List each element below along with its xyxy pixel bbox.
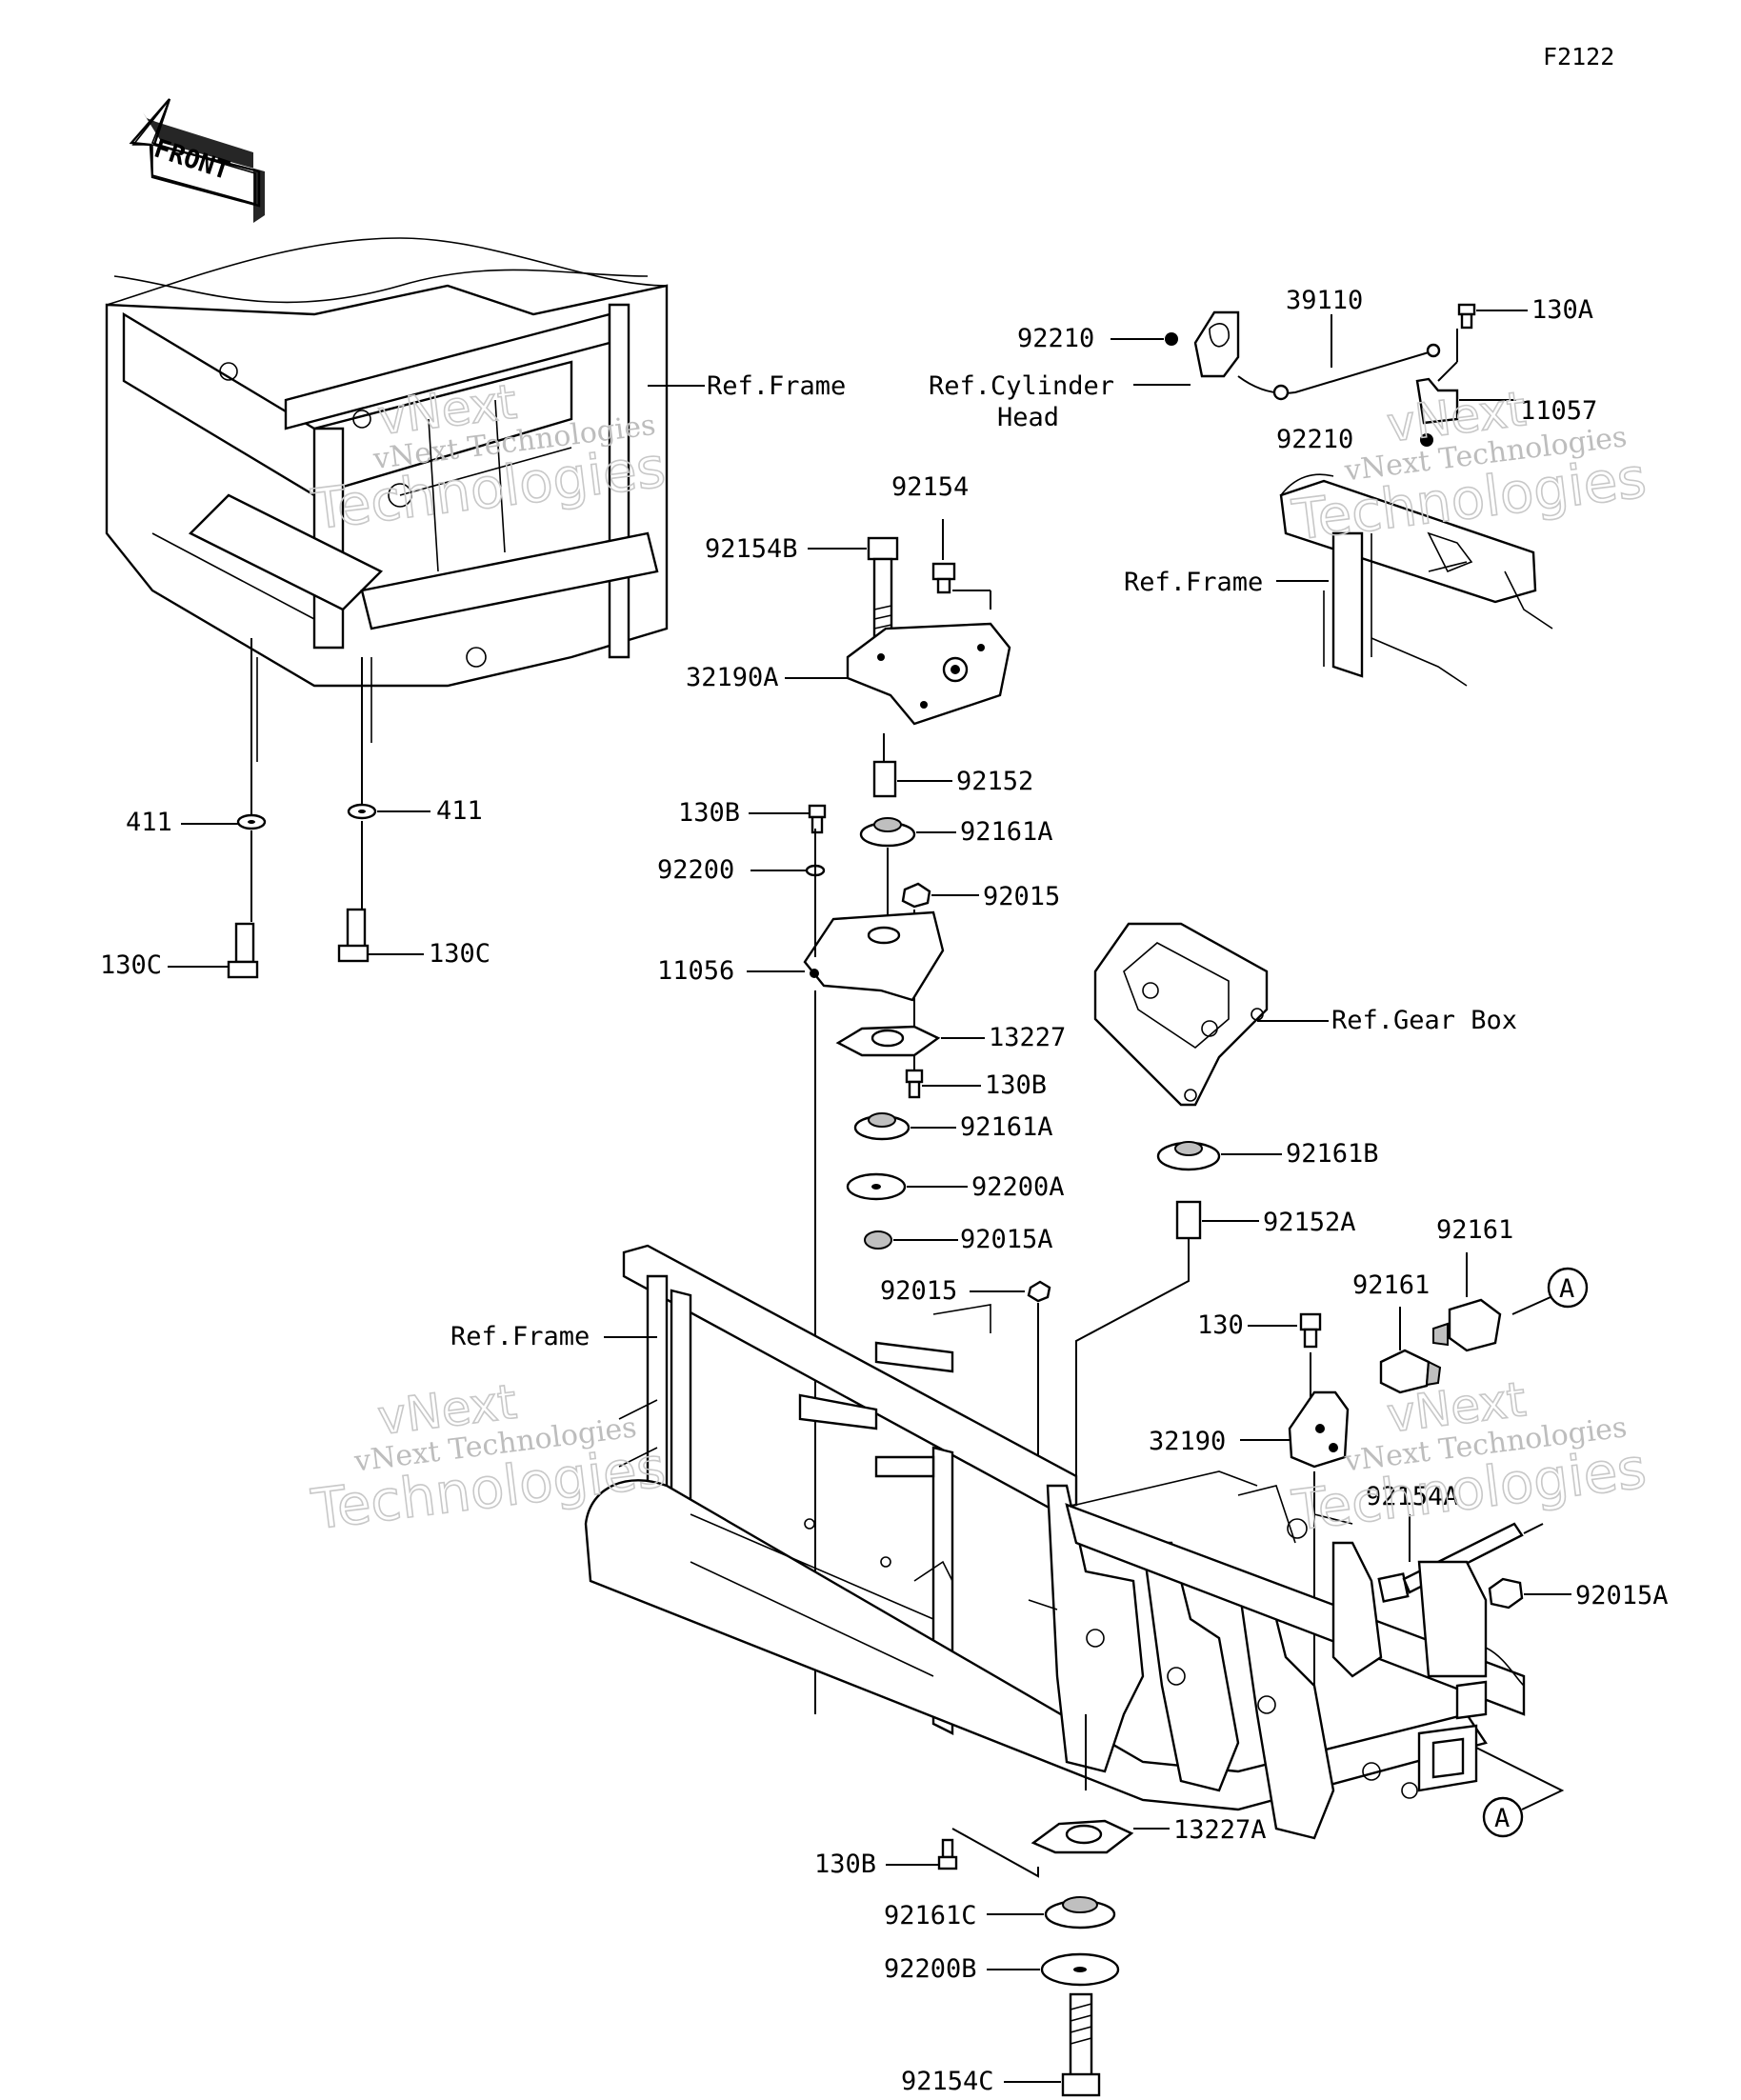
label-92152: 92152 xyxy=(956,767,1033,796)
label-92161A-upper: 92161A xyxy=(960,817,1053,847)
label-92161-lower: 92161 xyxy=(1352,1270,1430,1300)
label-39110: 39110 xyxy=(1286,286,1363,315)
circle-a-top-icon xyxy=(1547,1267,1589,1309)
label-130B-mid: 130B xyxy=(985,1070,1047,1100)
label-92152A: 92152A xyxy=(1263,1208,1356,1237)
upper-left-frame-drawing xyxy=(105,237,669,762)
nut-92210-upper xyxy=(1165,332,1178,346)
label-92161A-lower: 92161A xyxy=(960,1112,1053,1142)
rubber-92161A-upper xyxy=(859,817,916,848)
label-92015A-right: 92015A xyxy=(1575,1581,1669,1610)
label-130C-right: 130C xyxy=(429,939,490,969)
bracket-11057 xyxy=(1415,329,1459,425)
nut-92015A-right xyxy=(1488,1577,1524,1610)
bolt-92154 xyxy=(931,562,956,594)
label-130C-left: 130C xyxy=(100,950,162,980)
bracket-32190 xyxy=(1288,1390,1350,1469)
main-frame-drawing xyxy=(584,1244,1526,1840)
bracket-32190A xyxy=(846,622,1011,726)
label-130A: 130A xyxy=(1531,295,1593,325)
ground-cable-39110 xyxy=(1237,343,1441,401)
label-130B-upper: 130B xyxy=(678,798,740,828)
circle-a-bottom-icon xyxy=(1482,1796,1524,1838)
label-92161C: 92161C xyxy=(884,1901,977,1930)
circle-a-top-label: A xyxy=(1559,1274,1574,1304)
nut-92015-upper xyxy=(901,882,931,909)
bolt-130-right xyxy=(1299,1312,1322,1349)
label-92154C: 92154C xyxy=(901,2067,994,2096)
rubber-92161-left xyxy=(1379,1349,1442,1394)
rubber-92161B xyxy=(1156,1141,1221,1171)
label-11056: 11056 xyxy=(657,956,734,986)
callout-ref-cylinder-head-line2: Head xyxy=(997,403,1059,432)
label-411-left: 411 xyxy=(126,808,172,837)
bolt-130B-lower xyxy=(937,1838,958,1870)
upper-right-frame-drawing xyxy=(1279,473,1553,687)
bracket-11056 xyxy=(803,910,945,1002)
label-411-right: 411 xyxy=(436,796,483,826)
front-arrow-icon: FRONT xyxy=(129,98,265,223)
label-11057: 11057 xyxy=(1520,396,1597,426)
bolt-92154B xyxy=(867,536,899,643)
callout-ref-frame-top-right: Ref.Frame xyxy=(1124,568,1263,597)
label-92200A: 92200A xyxy=(971,1172,1065,1202)
label-32190A: 32190A xyxy=(686,663,779,692)
label-130B-lower: 130B xyxy=(814,1850,876,1879)
nut-92015A-upper xyxy=(864,1230,892,1250)
nut-92015-lower xyxy=(1027,1280,1051,1303)
label-92210-lower: 92210 xyxy=(1276,425,1353,454)
bolt-130B-upper xyxy=(808,804,827,834)
bolt-130C-left xyxy=(227,922,259,979)
plate-13227A xyxy=(1031,1819,1134,1854)
callout-ref-frame-center: Ref.Frame xyxy=(450,1322,590,1351)
washer-411-left xyxy=(236,813,267,830)
label-13227A: 13227A xyxy=(1173,1815,1267,1845)
cylinder-head-bracket xyxy=(1193,310,1240,378)
figure-code: F2122 xyxy=(1543,43,1614,70)
label-92015A-upper: 92015A xyxy=(960,1225,1053,1254)
collar-92152A xyxy=(1175,1200,1202,1240)
label-13227: 13227 xyxy=(989,1023,1066,1052)
plate-13227 xyxy=(835,1025,941,1057)
washer-411-right xyxy=(347,803,377,820)
label-92154A: 92154A xyxy=(1366,1482,1459,1511)
washer-92200B xyxy=(1040,1952,1120,1987)
label-92015-lower: 92015 xyxy=(880,1276,957,1306)
bolt-130C-right xyxy=(337,908,370,963)
label-92161-upper: 92161 xyxy=(1436,1215,1513,1245)
label-92154: 92154 xyxy=(891,472,969,502)
bolt-130B-mid xyxy=(905,1069,924,1099)
label-92154B: 92154B xyxy=(705,534,798,564)
rubber-92161A-lower xyxy=(853,1112,911,1141)
bolt-130A xyxy=(1457,303,1476,330)
rubber-92161-right xyxy=(1432,1298,1502,1352)
washer-92200A xyxy=(846,1172,907,1201)
label-92210-upper: 92210 xyxy=(1017,324,1094,353)
label-92161B: 92161B xyxy=(1286,1139,1379,1169)
rubber-92161C xyxy=(1044,1896,1116,1930)
bolt-92154C xyxy=(1061,1992,1101,2097)
callout-ref-gear-box: Ref.Gear Box xyxy=(1331,1006,1517,1035)
collar-92152 xyxy=(872,760,897,798)
nut-92210-lower xyxy=(1420,433,1433,447)
label-92200: 92200 xyxy=(657,855,734,885)
callout-ref-frame-top-left: Ref.Frame xyxy=(707,371,846,401)
label-130-right: 130 xyxy=(1197,1310,1244,1340)
label-92200B: 92200B xyxy=(884,1954,977,1984)
label-92015-upper: 92015 xyxy=(983,882,1060,911)
circle-a-bottom-label: A xyxy=(1494,1804,1510,1833)
gear-box-mount-drawing xyxy=(1093,922,1269,1107)
label-32190: 32190 xyxy=(1149,1427,1226,1456)
callout-ref-cylinder-head-line1: Ref.Cylinder xyxy=(929,371,1114,401)
